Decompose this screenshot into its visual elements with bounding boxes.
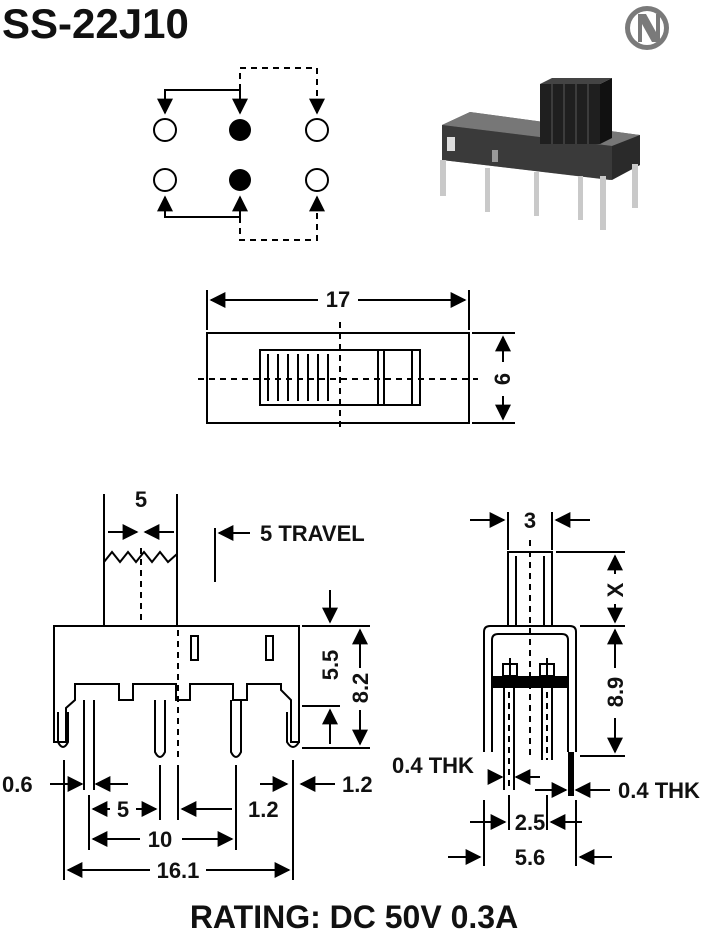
dim-knob-height: X: [603, 582, 628, 597]
dim-total-height: 8.2: [348, 673, 373, 704]
part-number-title: SS-22J10: [2, 0, 189, 47]
dim-pin-width-right: 1.2: [342, 772, 373, 797]
dim-travel: 5 TRAVEL: [260, 521, 365, 546]
brand-logo: [625, 6, 669, 50]
dim-row-pitch: 2.5: [515, 810, 546, 835]
switch-photo: [440, 78, 640, 230]
side-view: 3 X 8.9 0.4 THK 0.4 THK: [392, 508, 700, 870]
dim-body-height: 8.9: [603, 677, 628, 708]
dim-thickness-right: 0.4 THK: [618, 778, 700, 803]
dim-inner-gap: 1.2: [248, 797, 279, 822]
switch-schematic: [153, 67, 329, 241]
dim-length: 17: [326, 287, 350, 312]
dim-overall-width: 16.1: [157, 858, 200, 883]
dim-pitch: 5: [117, 797, 129, 822]
dim-thickness-left: 0.4 THK: [392, 753, 474, 778]
dim-row-span: 5.6: [515, 845, 546, 870]
front-view: 5 5 TRAVEL 5.5 8.2 0.6: [2, 487, 373, 883]
dim-upper-height: 5.5: [318, 650, 343, 681]
dim-knob-width: 5: [135, 487, 147, 512]
dim-pin-span: 10: [148, 827, 172, 852]
dim-knob-thickness: 3: [524, 508, 536, 533]
top-view: 17 6: [198, 287, 515, 432]
dim-width: 6: [490, 373, 515, 385]
rating-text: RATING: DC 50V 0.3A: [190, 899, 518, 935]
dim-pin-width-left: 0.6: [2, 772, 33, 797]
